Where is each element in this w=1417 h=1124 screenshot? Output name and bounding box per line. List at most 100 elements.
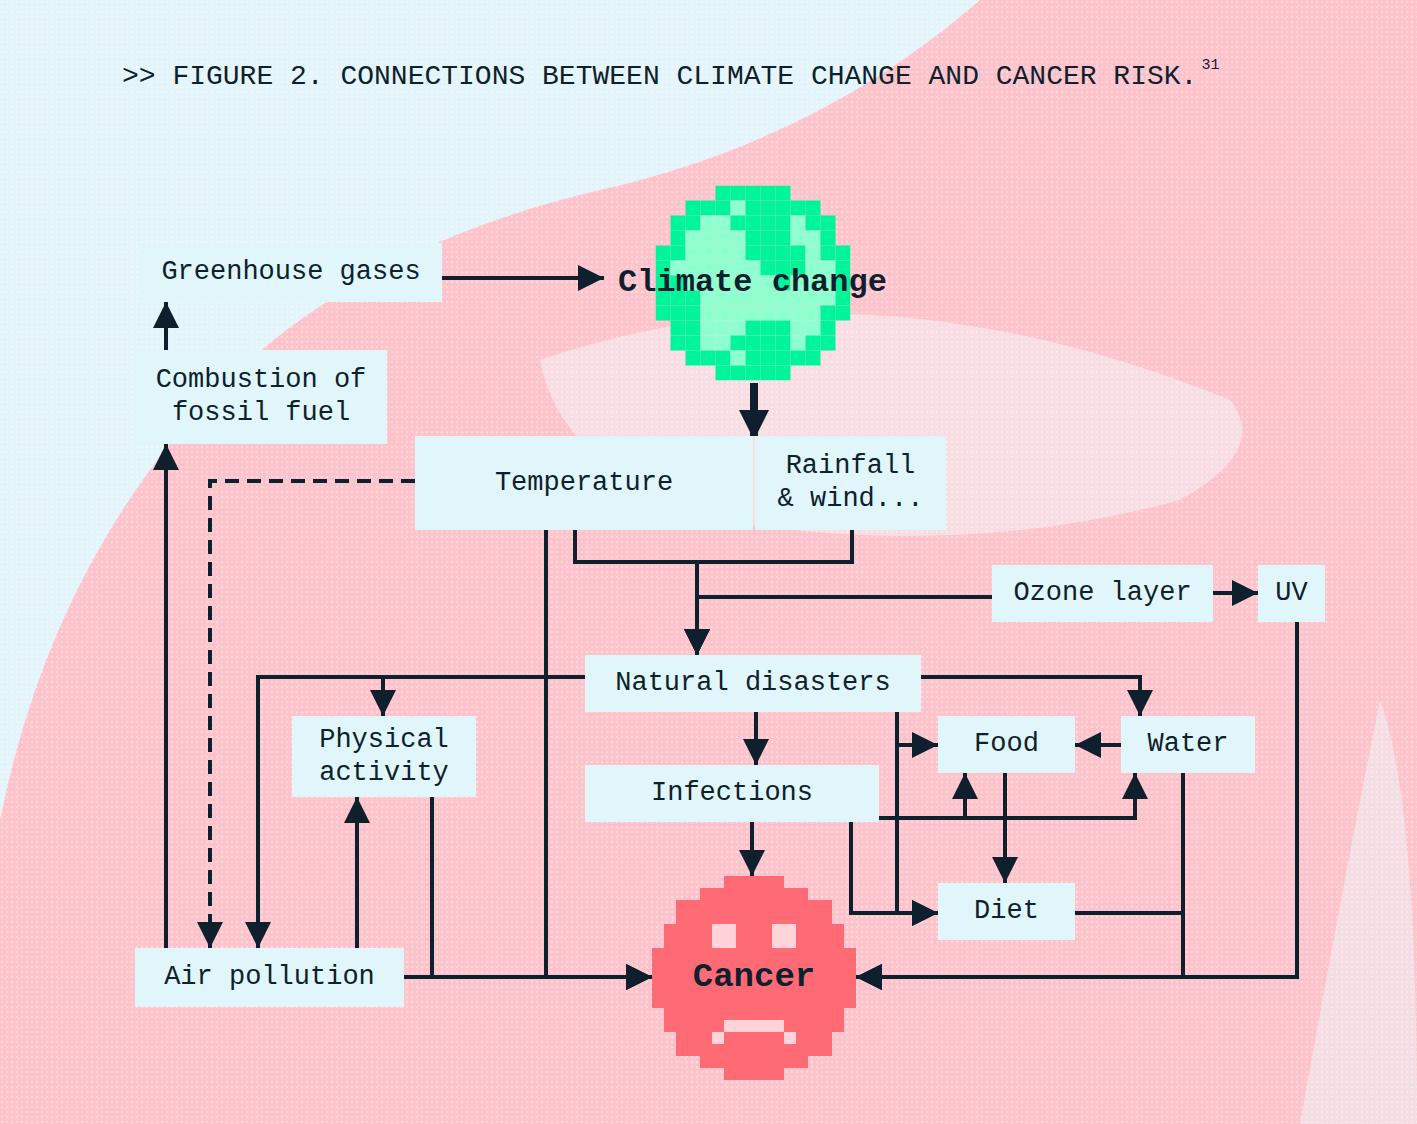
pixel xyxy=(712,1032,724,1044)
connector-arrow xyxy=(897,712,938,745)
pixel xyxy=(736,1056,748,1068)
pixel xyxy=(724,912,736,924)
pixel xyxy=(712,912,724,924)
node-label: Infections xyxy=(651,777,813,810)
pixel xyxy=(784,912,796,924)
pixel xyxy=(685,216,700,231)
pixel xyxy=(760,366,775,381)
pixel xyxy=(700,336,715,351)
pixel xyxy=(730,186,745,201)
pixel xyxy=(730,366,745,381)
factor-box: Rainfall & wind... xyxy=(755,436,946,530)
pixel xyxy=(820,231,835,246)
pixel xyxy=(808,936,820,948)
pixel xyxy=(652,984,664,996)
factor-box: Diet xyxy=(938,883,1075,940)
pixel xyxy=(700,1044,712,1056)
pixel xyxy=(835,246,850,261)
pixel xyxy=(724,996,736,1008)
pixel xyxy=(664,972,676,984)
pixel xyxy=(784,1032,796,1044)
pixel xyxy=(730,306,745,321)
factor-box: Water xyxy=(1121,716,1255,773)
pixel xyxy=(730,321,745,336)
pixel xyxy=(688,924,700,936)
pixel xyxy=(820,960,832,972)
pixel xyxy=(796,1044,808,1056)
pixel xyxy=(664,1008,676,1020)
connector-arrow xyxy=(921,677,1140,716)
pixel xyxy=(685,321,700,336)
pixel xyxy=(820,924,832,936)
pixel xyxy=(736,1068,748,1080)
pixel xyxy=(760,351,775,366)
pixel xyxy=(736,936,748,948)
pixel xyxy=(805,216,820,231)
pixel xyxy=(796,924,808,936)
pixel xyxy=(712,948,724,960)
pixel xyxy=(700,306,715,321)
pixel xyxy=(736,900,748,912)
pixel xyxy=(832,996,844,1008)
pixel xyxy=(700,888,712,900)
pixel xyxy=(832,984,844,996)
pixel xyxy=(775,366,790,381)
pixel xyxy=(745,186,760,201)
pixel xyxy=(676,1032,688,1044)
pixel xyxy=(724,936,736,948)
pixel xyxy=(760,1020,772,1032)
pixel xyxy=(796,900,808,912)
pixel xyxy=(664,1020,676,1032)
pixel xyxy=(760,912,772,924)
connector-arrow xyxy=(697,530,852,655)
pixel xyxy=(784,924,796,936)
pixel xyxy=(748,1068,760,1080)
pixel xyxy=(676,972,688,984)
pixel xyxy=(715,246,730,261)
pixel xyxy=(736,876,748,888)
pixel xyxy=(784,900,796,912)
pixel xyxy=(664,996,676,1008)
pixel xyxy=(844,960,856,972)
pixel xyxy=(796,948,808,960)
pixel xyxy=(820,936,832,948)
pixel xyxy=(745,306,760,321)
pixel xyxy=(760,216,775,231)
pixel xyxy=(844,948,856,960)
connector-arrow xyxy=(404,975,652,979)
connector-arrow xyxy=(750,822,754,876)
pixel xyxy=(652,960,664,972)
pixel xyxy=(724,1032,736,1044)
pixel xyxy=(688,1044,700,1056)
pixel xyxy=(700,900,712,912)
pixel xyxy=(748,888,760,900)
pixel xyxy=(835,306,850,321)
pixel xyxy=(790,351,805,366)
factor-box: Food xyxy=(938,716,1075,773)
node-label: Diet xyxy=(974,895,1039,928)
footnote-ref: 31 xyxy=(1201,57,1219,74)
pixel xyxy=(748,1056,760,1068)
pixel xyxy=(664,984,676,996)
pixel xyxy=(820,336,835,351)
pixel xyxy=(712,1044,724,1056)
connector-arrow xyxy=(442,276,604,280)
pixel xyxy=(700,246,715,261)
pixel xyxy=(700,924,712,936)
pixel xyxy=(772,1068,784,1080)
pixel xyxy=(715,201,730,216)
pixel xyxy=(676,912,688,924)
pixel xyxy=(685,231,700,246)
pixel xyxy=(784,1056,796,1068)
pixel xyxy=(832,924,844,936)
pixel xyxy=(784,1020,796,1032)
pixel xyxy=(688,900,700,912)
pixel xyxy=(715,351,730,366)
pixel xyxy=(784,1044,796,1056)
pixel xyxy=(670,336,685,351)
factor-box: Greenhouse gases xyxy=(140,243,442,302)
pixel xyxy=(700,996,712,1008)
pixel xyxy=(688,1020,700,1032)
pixel xyxy=(685,306,700,321)
pixel xyxy=(688,1008,700,1020)
